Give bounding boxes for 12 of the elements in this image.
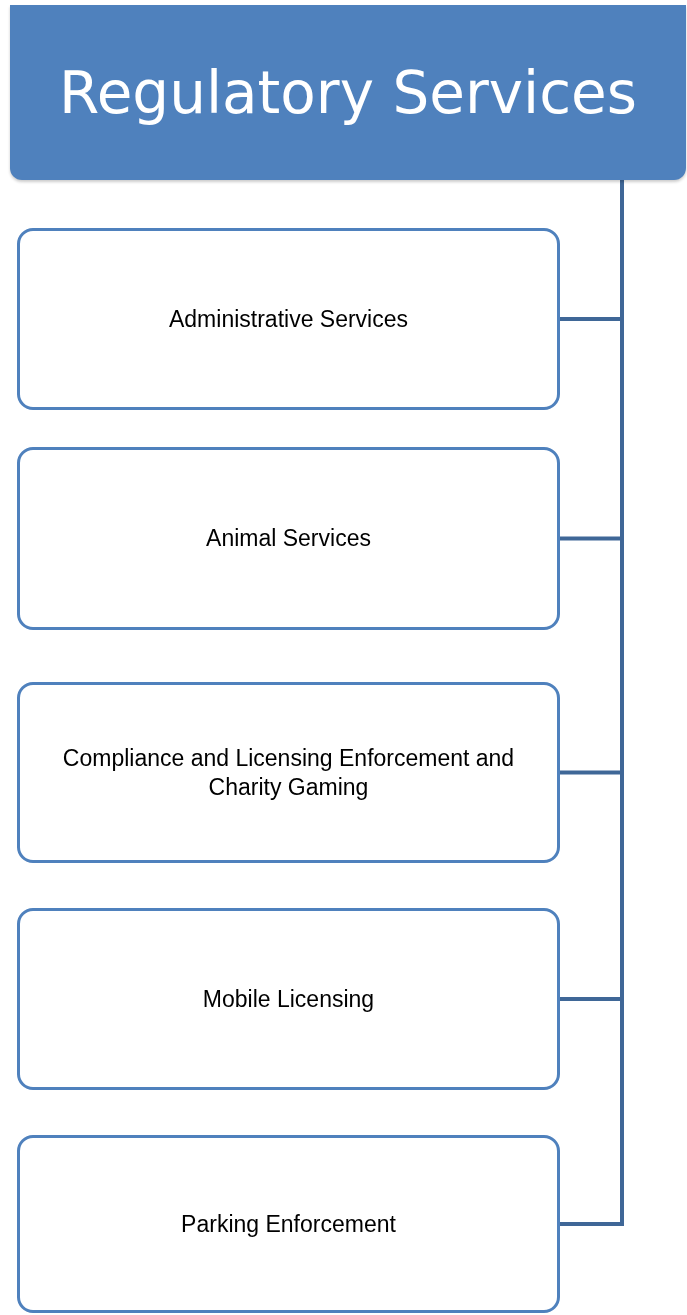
- unit-label: Compliance and Licensing Enforcement and Charity Gaming: [61, 743, 516, 802]
- unit-box: [17, 228, 560, 410]
- unit-box: [17, 1135, 560, 1313]
- unit-box: [17, 447, 560, 630]
- unit-box: [17, 908, 560, 1090]
- unit-box: [17, 682, 560, 863]
- unit-label: Animal Services: [206, 524, 371, 553]
- title-text: Regulatory Services: [59, 58, 637, 127]
- unit-label: Mobile Licensing: [202, 984, 375, 1014]
- header-box: [10, 5, 686, 180]
- unit-label: Parking Enforcement: [181, 1209, 396, 1239]
- unit-label: Administrative Services: [169, 304, 408, 334]
